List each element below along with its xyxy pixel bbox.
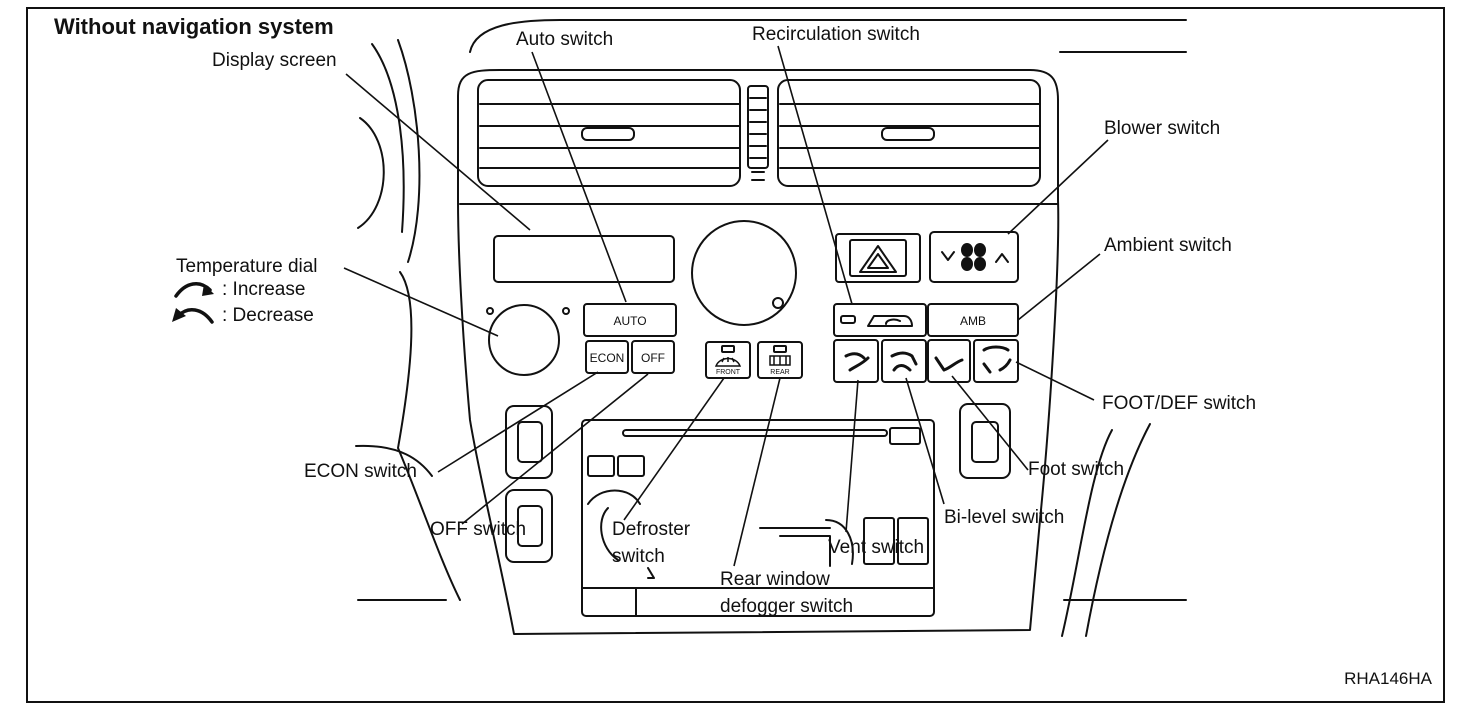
leader-foot-def-switch xyxy=(1015,361,1095,401)
blower-down-icon xyxy=(941,251,955,261)
bi-level-mode-icon xyxy=(890,351,918,372)
rear-defogger-symbol-icon xyxy=(769,355,791,366)
label-increase: : Increase xyxy=(222,279,305,300)
leader-temperature-dial xyxy=(343,267,499,337)
vent-thumbwheel xyxy=(747,85,769,169)
auto-button[interactable] xyxy=(583,303,677,337)
cd-slot xyxy=(622,429,888,437)
econ-button[interactable] xyxy=(585,340,629,374)
dash-left-curve-1 xyxy=(371,43,405,233)
figure-code: RHA146HA xyxy=(1344,669,1433,688)
leader-foot-switch xyxy=(951,375,1029,471)
right-knob[interactable] xyxy=(959,403,1011,479)
bi-level-button[interactable] xyxy=(881,339,927,383)
label-ambient-switch: Ambient switch xyxy=(1104,235,1232,256)
dash-right-curve xyxy=(1061,429,1113,637)
dash-left-lower-2 xyxy=(355,444,433,477)
leader-econ-switch xyxy=(437,371,599,473)
right-air-vent xyxy=(777,79,1041,187)
leader-lines xyxy=(343,45,1109,567)
display-screen xyxy=(493,235,675,283)
label-rear-window-line2: defogger switch xyxy=(720,596,853,617)
leader-rear-window-defogger xyxy=(733,377,781,567)
leader-ambient-switch xyxy=(1017,253,1101,321)
dash-right-curve-2 xyxy=(1085,423,1151,637)
left-lower-knob[interactable] xyxy=(505,489,553,563)
figure-frame xyxy=(26,7,1445,703)
off-button-label: OFF xyxy=(641,351,665,365)
left-air-vent xyxy=(477,79,741,187)
front-button-label: FRONT xyxy=(716,369,741,376)
auto-button-label: AUTO xyxy=(613,314,646,328)
temperature-dial[interactable] xyxy=(488,304,560,376)
vent-button[interactable] xyxy=(833,339,879,383)
defroster-button[interactable] xyxy=(705,341,751,379)
leader-blower-switch xyxy=(1007,139,1109,235)
left-upper-knob[interactable] xyxy=(505,405,553,479)
hazard-button[interactable] xyxy=(835,233,921,283)
label-auto-switch: Auto switch xyxy=(516,29,613,50)
right-vent-tab xyxy=(881,127,935,141)
leader-off-switch xyxy=(461,373,649,525)
label-recirculation-switch: Recirculation switch xyxy=(752,24,920,45)
label-vent-switch: Vent switch xyxy=(828,537,924,558)
figure-title: Without navigation system xyxy=(54,14,334,39)
leader-auto-switch xyxy=(531,51,627,303)
label-defroster-line1: Defroster xyxy=(612,519,691,540)
amb-button-label: AMB xyxy=(960,314,986,328)
audio-knob-arc xyxy=(600,507,619,561)
recirculation-car-icon xyxy=(867,315,913,327)
hazard-triangle-icon xyxy=(859,245,897,273)
label-defroster-line2: switch xyxy=(612,546,665,567)
econ-button-label: ECON xyxy=(590,351,625,365)
label-bi-level-switch: Bi-level switch xyxy=(944,507,1064,528)
label-display-screen: Display screen xyxy=(212,50,337,71)
leader-display-screen xyxy=(345,73,531,231)
dash-left-curve-2 xyxy=(397,39,421,263)
label-econ-switch: ECON switch xyxy=(304,461,417,482)
dash-left-lower xyxy=(397,271,461,601)
label-foot-def-switch: FOOT/DEF switch xyxy=(1102,393,1256,414)
dash-top-edge xyxy=(469,19,1187,53)
leader-bi-level-switch xyxy=(905,377,945,505)
label-rear-window-line1: Rear window xyxy=(720,569,830,590)
console-outline xyxy=(457,69,1060,635)
foot-def-mode-icon xyxy=(982,345,1012,374)
label-temperature-dial: Temperature dial xyxy=(176,256,318,277)
label-decrease: : Decrease xyxy=(222,305,314,326)
dash-left-curve-3 xyxy=(357,117,385,229)
label-blower-switch: Blower switch xyxy=(1104,118,1220,139)
left-vent-tab xyxy=(581,127,635,141)
label-off-switch: OFF switch xyxy=(430,519,526,540)
foot-def-button[interactable] xyxy=(973,339,1019,383)
rear-button-label: REAR xyxy=(770,369,789,376)
recirculation-button[interactable] xyxy=(833,303,927,337)
foot-button[interactable] xyxy=(927,339,971,383)
foot-mode-icon xyxy=(934,356,964,372)
audio-unit xyxy=(581,419,935,617)
blower-up-icon xyxy=(995,253,1009,263)
dashboard-drawing xyxy=(355,19,1187,637)
leader-recirculation-switch xyxy=(777,45,853,305)
leader-defroster-switch xyxy=(623,377,725,521)
center-knob[interactable] xyxy=(691,220,797,326)
defroster-symbol-icon xyxy=(714,357,742,367)
mode-icons xyxy=(844,345,1012,374)
vent-mode-icon xyxy=(844,352,870,372)
label-foot-switch: Foot switch xyxy=(1028,459,1124,480)
fan-icon xyxy=(961,243,986,271)
leader-vent-switch xyxy=(845,379,859,533)
blower-button[interactable] xyxy=(929,231,1019,283)
off-button[interactable] xyxy=(631,340,675,374)
